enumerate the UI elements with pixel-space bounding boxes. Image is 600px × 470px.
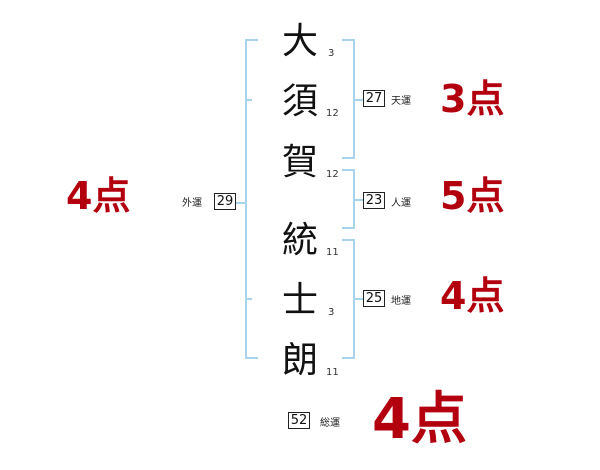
jinkaku-label: 人運 xyxy=(391,198,411,209)
stroke-count-4: 11 xyxy=(326,247,339,258)
soukaku-value: 52 xyxy=(288,412,310,429)
tenkaku-label: 天運 xyxy=(391,96,411,107)
chikaku-label: 地運 xyxy=(391,296,411,307)
jinkaku-value: 23 xyxy=(363,192,385,209)
name-char-6: 朗 xyxy=(281,340,318,381)
tenkaku-value: 27 xyxy=(363,90,385,107)
name-char-3: 賀 xyxy=(281,142,318,183)
gaikaku-score: 4点 xyxy=(66,174,131,218)
chikaku-value: 25 xyxy=(363,290,385,307)
tenkaku-score: 3点 xyxy=(440,77,505,121)
stroke-count-6: 11 xyxy=(326,367,339,378)
soukaku-label: 総運 xyxy=(320,418,340,429)
chikaku-score: 4点 xyxy=(440,274,505,318)
jinkaku-bracket xyxy=(342,169,355,229)
stroke-count-3: 12 xyxy=(326,169,339,180)
tenkaku-bracket xyxy=(342,39,355,159)
name-char-4: 統 xyxy=(281,220,318,261)
gaikaku-label: 外運 xyxy=(182,198,202,209)
left-bracket xyxy=(245,39,258,359)
stroke-count-5: 3 xyxy=(328,307,335,318)
stroke-count-1: 3 xyxy=(328,48,335,59)
chikaku-bracket xyxy=(342,239,355,359)
stroke-count-2: 12 xyxy=(326,108,339,119)
name-char-1: 大 xyxy=(281,21,318,62)
name-char-5: 士 xyxy=(281,280,318,321)
soukaku-score: 4点 xyxy=(372,387,467,452)
jinkaku-score: 5点 xyxy=(440,174,505,218)
name-char-2: 須 xyxy=(281,81,318,122)
gaikaku-value: 29 xyxy=(214,193,236,210)
